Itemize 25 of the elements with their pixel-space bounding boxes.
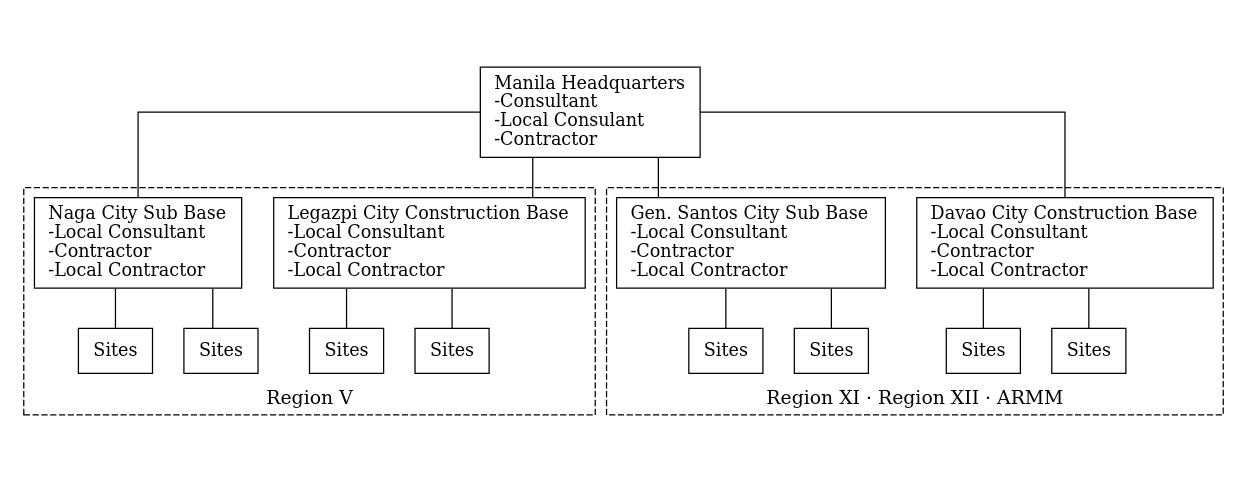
connector bbox=[830, 287, 832, 329]
node-box: Naga City Sub Base -Local Consultant -Contractor -Local Contractor bbox=[33, 196, 243, 289]
node-box: Manila Headquarters -Consultant -Local Consulant -Contractor bbox=[479, 65, 701, 158]
node-box: Sites bbox=[77, 327, 154, 374]
node-box: Sites bbox=[183, 327, 259, 374]
connector bbox=[725, 287, 727, 329]
node-box: Sites bbox=[1051, 327, 1127, 374]
node-box: Sites bbox=[414, 327, 490, 374]
node-box: Sites bbox=[793, 327, 870, 374]
node-box: Sites bbox=[945, 327, 1021, 374]
connector bbox=[657, 156, 659, 198]
connector bbox=[699, 111, 1066, 198]
node-box: Sites bbox=[688, 327, 764, 374]
node-box: Legazpi City Construction Base -Local Consultant -Contractor -Local Contractor bbox=[273, 196, 586, 289]
connector bbox=[137, 111, 481, 198]
node-box: Davao City Construction Base -Local Consultant -Contractor -Local Contractor bbox=[916, 196, 1214, 289]
connector bbox=[1088, 287, 1090, 329]
connector bbox=[345, 287, 348, 329]
connector bbox=[212, 287, 214, 329]
node-box: Gen. Santos City Sub Base -Local Consultant -Contractor -Local Contractor bbox=[615, 196, 886, 289]
connector bbox=[451, 287, 453, 329]
node-box: Sites bbox=[308, 327, 385, 374]
connector bbox=[532, 156, 534, 198]
connector bbox=[114, 287, 117, 329]
connector bbox=[982, 287, 984, 329]
